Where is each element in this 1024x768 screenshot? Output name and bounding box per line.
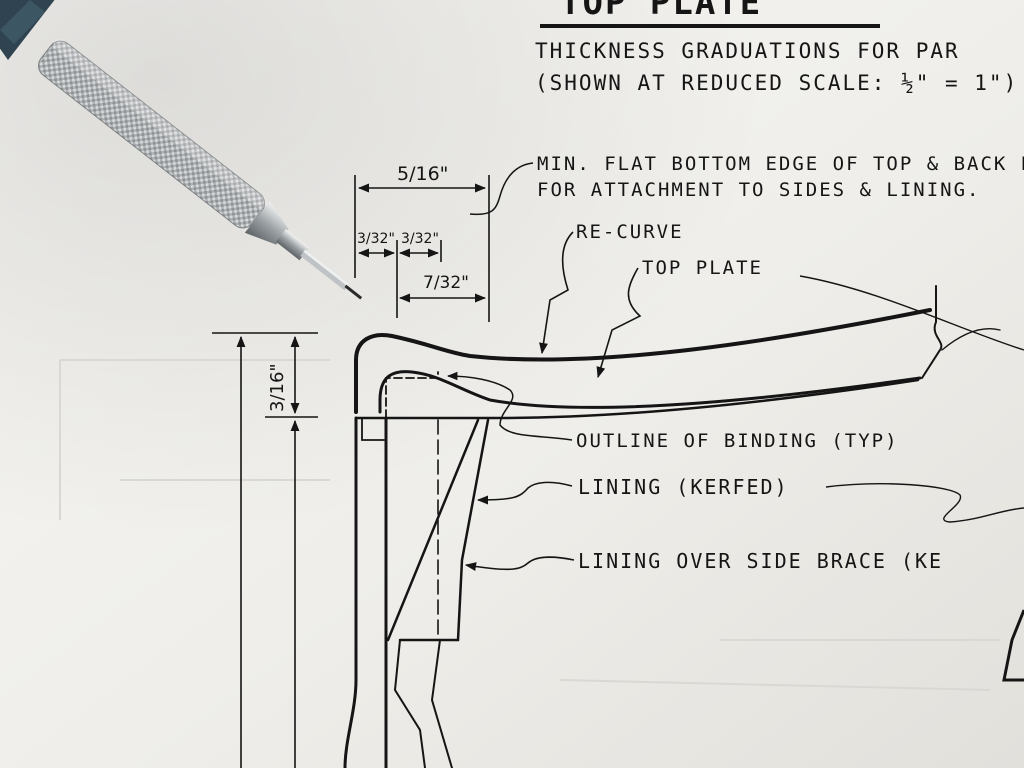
top-plate-leader-right xyxy=(799,275,1024,351)
lining-kerfed-leader xyxy=(476,481,573,505)
lining-over-brace-leader xyxy=(464,556,575,572)
sheet-subtitle-line1: THICKNESS GRADUATIONS FOR PAR xyxy=(535,39,960,63)
min-flat-callout-line2: FOR ATTACHMENT TO SIDES & LINING. xyxy=(537,179,981,201)
recurve-leader xyxy=(539,231,574,355)
lining-over-brace-label: LINING OVER SIDE BRACE (KE xyxy=(578,549,943,573)
right-edge-fragment xyxy=(1002,609,1024,682)
dim-width-c: 7/32" xyxy=(423,273,469,293)
binding-label: OUTLINE OF BINDING (TYP) xyxy=(576,430,899,452)
dim-width-total: 5/16" xyxy=(397,163,448,185)
side-and-linings xyxy=(343,416,490,768)
sheet-subtitle-line2: (SHOWN AT REDUCED SCALE: ½" = 1") xyxy=(535,71,1018,95)
top-plate-leader xyxy=(596,267,642,379)
lining-kerfed-leader-right xyxy=(825,483,1024,523)
mechanical-pencil-icon xyxy=(0,0,363,300)
dim-width-b: 3/32" xyxy=(401,231,439,247)
top-plate-profile xyxy=(354,285,1001,641)
dim-width-a: 3/32" xyxy=(357,231,395,247)
lining-kerfed-label: LINING (KERFED) xyxy=(578,475,789,499)
top-plate-label: TOP PLATE xyxy=(642,257,763,279)
dim-height: 3/16" xyxy=(267,363,288,412)
min-flat-leader xyxy=(469,162,534,216)
min-flat-callout-line1: MIN. FLAT BOTTOM EDGE OF TOP & BACK P xyxy=(537,153,1024,175)
width-dimensions xyxy=(354,175,490,322)
recurve-label: RE-CURVE xyxy=(576,221,684,243)
sheet-title: TOP PLATE xyxy=(560,0,762,23)
height-dimension xyxy=(212,332,318,768)
binding-leader xyxy=(446,371,573,441)
